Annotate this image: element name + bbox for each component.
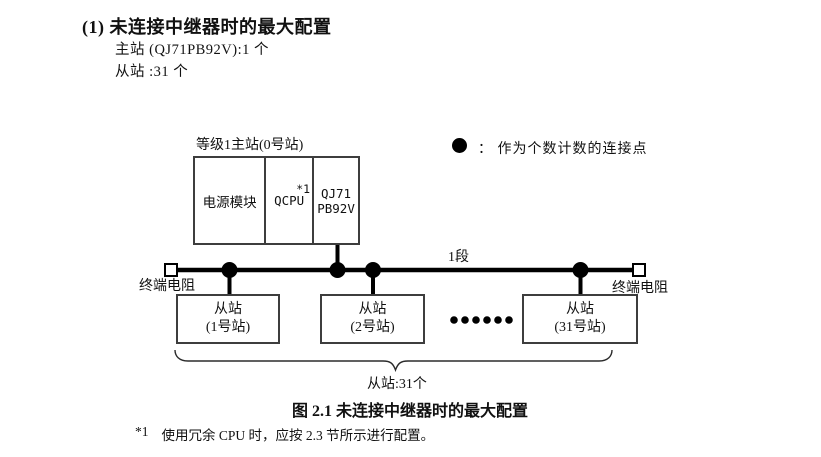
legend-dot-icon	[452, 138, 467, 153]
cpu-cell: QCPU *1	[264, 158, 312, 243]
slave-total-label: 从站:31个	[367, 377, 427, 392]
slave-name: 从站	[358, 301, 387, 317]
master-station-label: 等级1主站(0号站)	[196, 138, 304, 153]
connection-dot	[329, 262, 346, 278]
cpu-footnote-marker: *1	[296, 182, 311, 196]
slave-name: 从站	[214, 301, 242, 317]
terminator-right-label: 终端电阻	[612, 281, 668, 296]
connection-dot	[572, 262, 589, 278]
master-station-box: 电源模块 QCPU *1 QJ71 PB92V	[193, 156, 360, 245]
slave-station-31-box: 从站 (31号站)	[522, 294, 638, 344]
connection-dot	[221, 262, 238, 278]
slave-station-number: (31号站)	[554, 320, 606, 335]
power-module-label: 电源模块	[202, 194, 257, 210]
slave-station-1-box: 从站 (1号站)	[176, 294, 280, 344]
slave-station-number: (2号站)	[350, 320, 395, 335]
cpu-label: QCPU	[274, 193, 305, 208]
terminator-right-square	[632, 263, 646, 277]
slave-station-2-box: 从站 (2号站)	[320, 294, 425, 344]
underbrace	[174, 349, 613, 373]
pb92v-module-cell: QJ71 PB92V	[312, 158, 358, 243]
footnote-text: 使用冗余 CPU 时，应按 2.3 节所示进行配置。	[161, 428, 435, 443]
master-count-line: 主站 (QJ71PB92V):1 个	[115, 42, 270, 58]
footnote-marker: *1	[135, 424, 149, 439]
section-heading: (1) 未连接中继器时的最大配置	[82, 17, 332, 37]
connection-dot	[365, 262, 381, 278]
ellipsis-dots	[450, 316, 513, 324]
figure-caption: 图 2.1 未连接中继器时的最大配置	[292, 403, 529, 420]
slave-name: 从站	[566, 301, 594, 317]
legend-text: ： 作为个数计数的连接点	[478, 142, 648, 157]
terminator-left-label: 终端电阻	[139, 279, 195, 294]
power-module-cell: 电源模块	[195, 158, 264, 243]
slave-station-number: (1号站)	[205, 320, 251, 335]
module-name-line1: QJ71	[320, 185, 352, 201]
footnote: *1 使用冗余 CPU 时，应按 2.3 节所示进行配置。	[135, 424, 434, 444]
module-name-line2: PB92V	[317, 200, 355, 216]
segment-label: 1段	[448, 250, 469, 265]
slave-count-line: 从站 :31 个	[115, 64, 189, 80]
